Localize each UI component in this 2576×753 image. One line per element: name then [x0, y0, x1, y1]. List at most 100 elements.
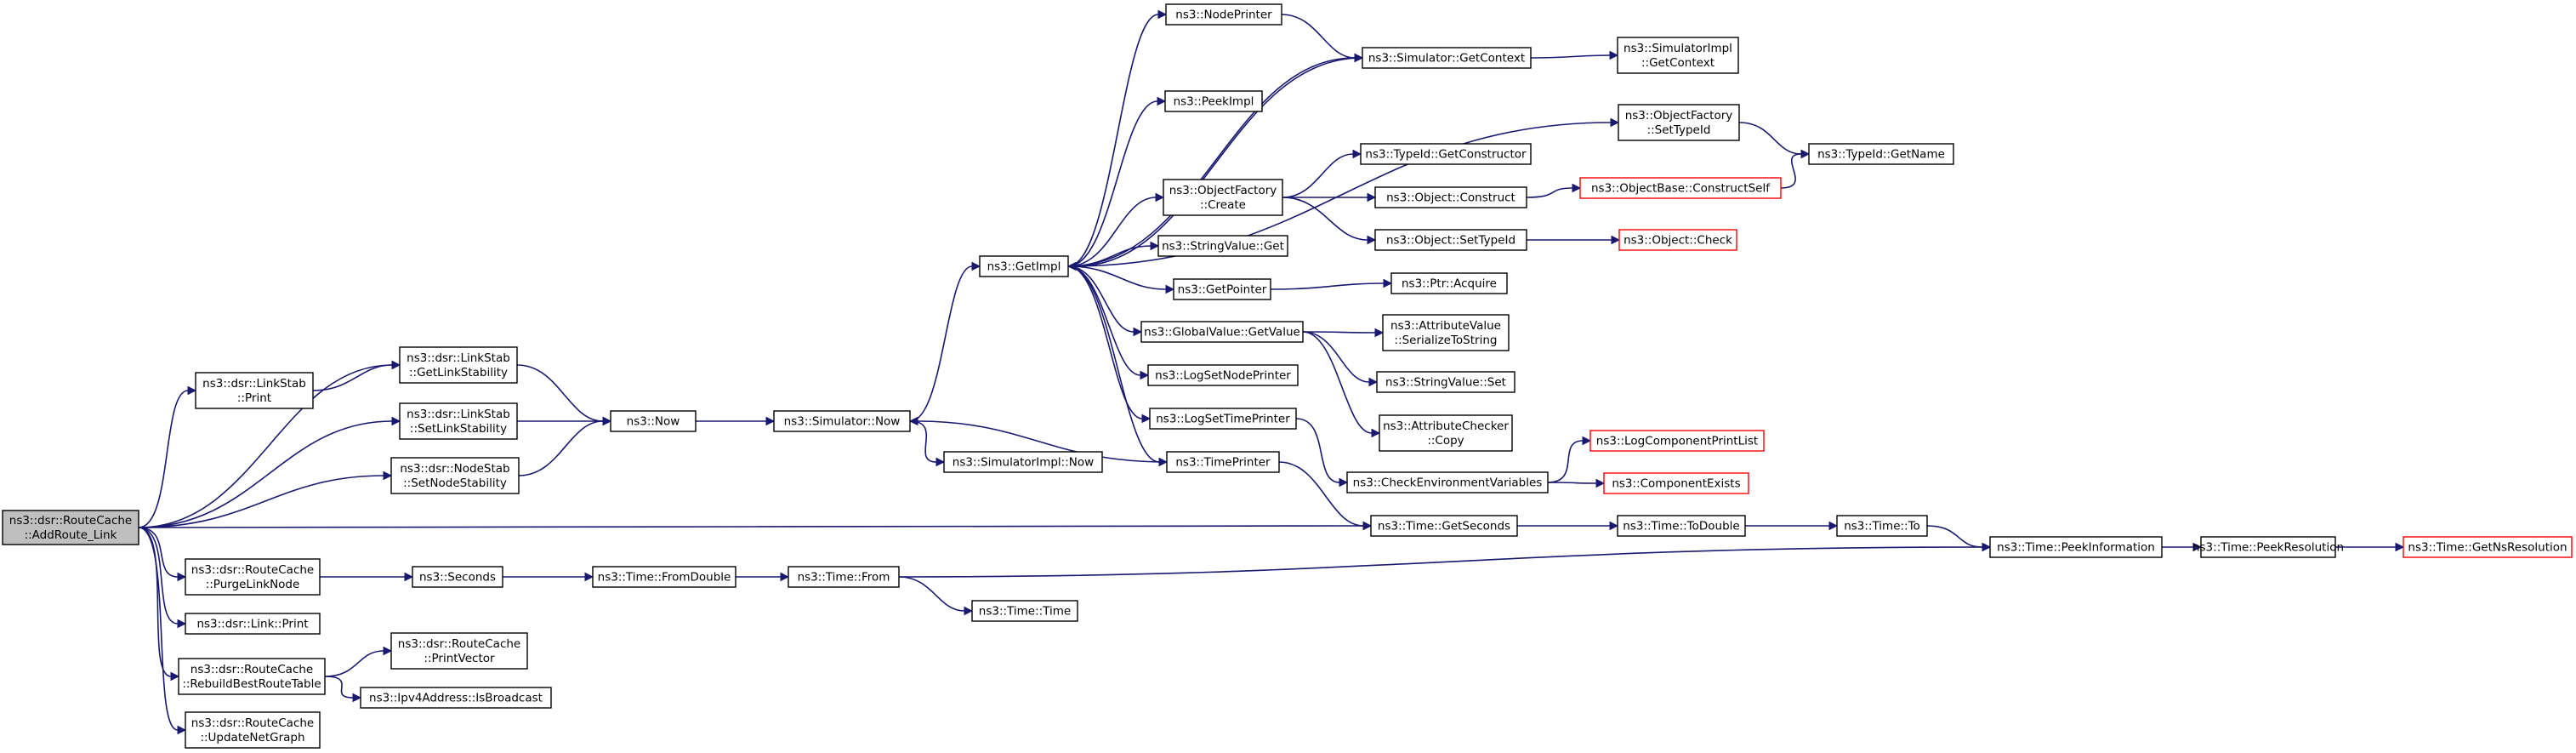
node-logsetnodeprinter[interactable]: ns3::LogSetNodePrinter [1147, 364, 1299, 386]
edge-getimpl-to-getpointer [1067, 265, 1175, 294]
node-setlinkstab[interactable]: ns3::dsr::LinkStab::SetLinkStability [399, 402, 518, 440]
node-ptracquire[interactable]: ns3::Ptr::Acquire [1390, 272, 1508, 294]
node-box [390, 632, 528, 670]
node-seconds[interactable]: ns3::Seconds [412, 566, 503, 588]
node-label: ::PurgeLinkNode [206, 578, 300, 591]
node-label: ns3::dsr::RouteCache [191, 716, 314, 730]
node-setnodestab[interactable]: ns3::dsr::NodeStab::SetNodeStability [390, 457, 520, 494]
node-simimplgetctx[interactable]: ns3::SimulatorImpl::GetContext [1617, 37, 1739, 74]
node-label: ::SetLinkStability [410, 422, 507, 436]
node-objbaseconstruct[interactable]: ns3::ObjectBase::ConstructSelf [1579, 177, 1782, 199]
edge-getpointer-to-ptracquire [1270, 278, 1393, 290]
node-ipv4isbroadcast[interactable]: ns3::Ipv4Address::IsBroadcast [360, 687, 552, 709]
node-label: ns3::Time::From [798, 571, 890, 585]
node-now[interactable]: ns3::Now [610, 410, 697, 432]
node-box [1164, 90, 1263, 112]
node-logsettimeprinter[interactable]: ns3::LogSetTimePrinter [1149, 408, 1297, 430]
node-label: ::SetNodeStability [403, 476, 507, 490]
node-label: ns3::LogSetTimePrinter [1156, 413, 1290, 426]
node-root[interactable]: ns3::dsr::RouteCache::AddRoute_Link [2, 510, 139, 545]
node-rebuild[interactable]: ns3::dsr::RouteCache::RebuildBestRouteTa… [178, 658, 326, 695]
node-label: ::GetContext [1641, 56, 1714, 70]
edge-setnodestab-to-now [518, 416, 612, 476]
edge-seconds-to-timefromdouble [503, 572, 594, 582]
node-printvector[interactable]: ns3::dsr::RouteCache::PrintVector [390, 632, 528, 670]
node-gvgetvalue[interactable]: ns3::GlobalValue::GetValue [1140, 321, 1304, 343]
node-box [1376, 371, 1515, 393]
node-box [1618, 229, 1737, 251]
node-label: ns3::Time::GetNsResolution [2408, 541, 2567, 555]
node-timetodouble[interactable]: ns3::Time::ToDouble [1617, 515, 1746, 537]
node-label: ::Create [1200, 198, 1246, 212]
node-purgelinknode[interactable]: ns3::dsr::RouteCache::PurgeLinkNode [185, 558, 321, 596]
node-simgetctx[interactable]: ns3::Simulator::GetContext [1362, 47, 1532, 69]
edge-ofcreate-to-typeidgetctor [1282, 149, 1362, 198]
node-box [1173, 278, 1271, 300]
node-timepeekinfo[interactable]: ns3::Time::PeekInformation [1989, 536, 2163, 558]
node-attrcheckercopy[interactable]: ns3::AttributeChecker::Copy [1379, 414, 1513, 452]
edge-root-to-purgelinknode [138, 527, 187, 582]
node-box [195, 372, 314, 409]
node-objconstruct[interactable]: ns3::Object::Construct [1374, 186, 1527, 208]
node-timegetseconds[interactable]: ns3::Time::GetSeconds [1370, 515, 1518, 537]
edge-ofsettypeid-to-typeidgetname [1738, 122, 1811, 159]
edge-simnow-to-simimplnow [909, 420, 946, 467]
node-timeto[interactable]: ns3::Time::To [1836, 515, 1928, 537]
node-getlinkstab[interactable]: ns3::dsr::LinkStab::GetLinkStability [399, 346, 518, 384]
node-typeidgetname[interactable]: ns3::TypeId::GetName [1808, 143, 1954, 165]
node-peekimpl[interactable]: ns3::PeekImpl [1164, 90, 1263, 112]
node-getimpl[interactable]: ns3::GetImpl [979, 255, 1069, 277]
node-stringvalget[interactable]: ns3::StringValue::Get [1157, 235, 1288, 257]
node-box [2, 510, 139, 545]
node-simnow[interactable]: ns3::Simulator::Now [773, 410, 911, 432]
edge-root-to-linkstab_print [138, 385, 197, 528]
node-box [592, 566, 736, 588]
node-compexists[interactable]: ns3::ComponentExists [1603, 472, 1749, 494]
edge-simnow-to-getimpl [909, 261, 981, 422]
node-label: ns3::dsr::RouteCache [398, 637, 520, 651]
node-updatenetgraph[interactable]: ns3::dsr::RouteCache::UpdateNetGraph [185, 711, 321, 749]
node-linkprint[interactable]: ns3::dsr::Link::Print [185, 613, 321, 635]
node-box [1374, 186, 1527, 208]
node-linkstab_print[interactable]: ns3::dsr::LinkStab::Print [195, 372, 314, 409]
node-logcomplist[interactable]: ns3::LogComponentPrintList [1589, 430, 1765, 452]
node-label: ns3::Object::SetTypeId [1386, 234, 1515, 248]
node-label: ns3::Time::FromDouble [598, 571, 731, 585]
node-box [1603, 472, 1749, 494]
node-ofsettypeid[interactable]: ns3::ObjectFactory::SetTypeId [1618, 104, 1740, 141]
node-label: ns3::GetPointer [1178, 283, 1267, 297]
node-nodeprinter[interactable]: ns3::NodePrinter [1165, 3, 1282, 26]
edge-gvgetvalue-to-attrcheckercopy [1302, 331, 1381, 438]
node-label: ::SerializeToString [1395, 334, 1498, 347]
node-getpointer[interactable]: ns3::GetPointer [1173, 278, 1271, 300]
node-ofcreate[interactable]: ns3::ObjectFactory::Create [1163, 179, 1283, 216]
node-box [399, 346, 518, 384]
edge-gvgetvalue-to-stringvalset [1302, 331, 1379, 387]
node-timepeekres[interactable]: ns3::Time::PeekResolution [2192, 536, 2344, 558]
edge-timetodouble-to-timeto [1745, 521, 1839, 531]
node-objsettypeid[interactable]: ns3::Object::SetTypeId [1374, 229, 1527, 251]
node-timefrom[interactable]: ns3::Time::From [788, 566, 900, 588]
node-label: ns3::Seconds [419, 571, 496, 585]
edge-ofcreate-to-objconstruct [1282, 192, 1377, 203]
node-attrserialize[interactable]: ns3::AttributeValue::SerializeToString [1382, 314, 1510, 351]
node-objcheck[interactable]: ns3::Object::Check [1618, 229, 1737, 251]
node-box [2200, 536, 2336, 558]
node-checkenv[interactable]: ns3::CheckEnvironmentVariables [1346, 471, 1549, 493]
node-timegetnsres[interactable]: ns3::Time::GetNsResolution [2403, 536, 2573, 558]
node-box [1374, 229, 1527, 251]
node-simimplnow[interactable]: ns3::SimulatorImpl::Now [943, 451, 1103, 473]
node-label: ns3::TypeId::GetName [1817, 148, 1945, 162]
node-box [1379, 414, 1513, 452]
node-stringvalset[interactable]: ns3::StringValue::Set [1376, 371, 1515, 393]
node-timefromdouble[interactable]: ns3::Time::FromDouble [592, 566, 736, 588]
node-label: ns3::Time::To [1844, 520, 1920, 533]
node-label: ns3::Simulator::GetContext [1368, 52, 1525, 66]
node-label: ns3::ObjectFactory [1625, 109, 1733, 123]
node-timetime[interactable]: ns3::Time::Time [971, 600, 1078, 622]
node-label: ::AddRoute_Link [25, 528, 117, 542]
node-label: ns3::Object::Check [1624, 234, 1732, 248]
node-timeprinter[interactable]: ns3::TimePrinter [1166, 451, 1280, 473]
node-typeidgetctor[interactable]: ns3::TypeId::GetConstructor [1360, 143, 1532, 165]
